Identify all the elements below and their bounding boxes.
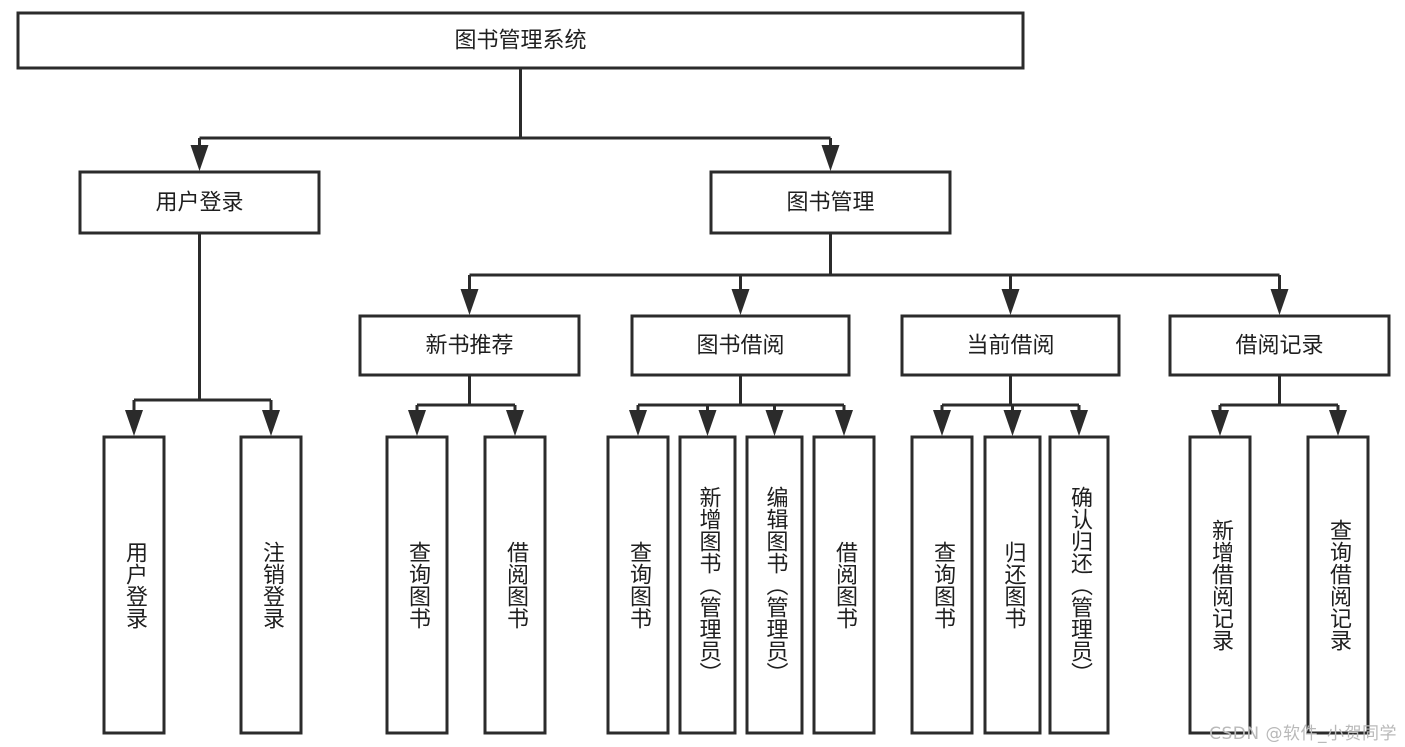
node-label-user-login: 用户登录 — [155, 191, 243, 216]
node-leaf-logout[interactable]: 注销登录 — [239, 435, 303, 735]
node-leaf-query-book-3[interactable]: 查询图书 — [910, 435, 974, 735]
node-label-leaf-confirm-return: 确认归还（管理员） — [1067, 486, 1093, 684]
node-leaf-confirm-return[interactable]: 确认归还（管理员） — [1048, 435, 1110, 735]
node-book-manage[interactable]: 图书管理 — [709, 170, 952, 235]
node-label-leaf-query-book-3: 查询图书 — [930, 541, 956, 629]
node-label-current-borrow: 当前借阅 — [966, 334, 1054, 359]
connector-layer — [125, 68, 1347, 436]
node-box-leaf-add-record — [1188, 435, 1252, 735]
node-label-leaf-logout: 注销登录 — [259, 541, 285, 629]
node-label-new-book-rec: 新书推荐 — [425, 334, 513, 359]
node-box-user-login — [78, 170, 321, 235]
node-leaf-borrow-book-1[interactable]: 借阅图书 — [483, 435, 547, 735]
node-label-borrow-record: 借阅记录 — [1235, 334, 1323, 359]
node-box-book-borrow — [630, 314, 851, 377]
node-label-leaf-borrow-book-1: 借阅图书 — [503, 541, 529, 629]
node-label-leaf-borrow-book-2: 借阅图书 — [832, 541, 858, 629]
node-new-book-rec[interactable]: 新书推荐 — [358, 314, 581, 377]
node-leaf-return-book[interactable]: 归还图书 — [983, 435, 1042, 735]
node-box-current-borrow — [900, 314, 1121, 377]
node-leaf-query-record[interactable]: 查询借阅记录 — [1306, 435, 1370, 735]
node-label-leaf-user-login: 用户登录 — [122, 541, 148, 629]
node-current-borrow[interactable]: 当前借阅 — [900, 314, 1121, 377]
node-box-leaf-query-book-3 — [910, 435, 974, 735]
node-box-leaf-query-record — [1306, 435, 1370, 735]
node-box-new-book-rec — [358, 314, 581, 377]
node-box-leaf-return-book — [983, 435, 1042, 735]
node-leaf-borrow-book-2[interactable]: 借阅图书 — [812, 435, 876, 735]
node-box-leaf-edit-book — [745, 435, 804, 735]
node-box-leaf-borrow-book-1 — [483, 435, 547, 735]
node-user-login[interactable]: 用户登录 — [78, 170, 321, 235]
node-box-book-manage — [709, 170, 952, 235]
node-label-root: 图书管理系统 — [454, 29, 586, 54]
node-label-leaf-add-record: 新增借阅记录 — [1208, 519, 1234, 651]
node-leaf-add-book[interactable]: 新增图书（管理员） — [678, 435, 737, 735]
node-label-leaf-query-book-1: 查询图书 — [405, 541, 431, 629]
node-box-leaf-add-book — [678, 435, 737, 735]
node-box-root — [16, 11, 1025, 70]
node-box-leaf-confirm-return — [1048, 435, 1110, 735]
node-leaf-add-record[interactable]: 新增借阅记录 — [1188, 435, 1252, 735]
node-box-leaf-borrow-book-2 — [812, 435, 876, 735]
node-box-borrow-record — [1168, 314, 1391, 377]
node-label-leaf-query-record: 查询借阅记录 — [1326, 519, 1352, 651]
node-book-borrow[interactable]: 图书借阅 — [630, 314, 851, 377]
node-leaf-query-book-1[interactable]: 查询图书 — [385, 435, 449, 735]
node-borrow-record[interactable]: 借阅记录 — [1168, 314, 1391, 377]
node-box-leaf-query-book-2 — [606, 435, 670, 735]
node-label-leaf-query-book-2: 查询图书 — [626, 541, 652, 629]
node-label-book-manage: 图书管理 — [786, 191, 874, 216]
node-leaf-user-login[interactable]: 用户登录 — [102, 435, 166, 735]
node-label-book-borrow: 图书借阅 — [696, 334, 784, 359]
node-layer: 图书管理系统用户登录图书管理新书推荐图书借阅当前借阅借阅记录用户登录注销登录查询… — [16, 11, 1391, 735]
node-root[interactable]: 图书管理系统 — [16, 11, 1025, 70]
node-leaf-edit-book[interactable]: 编辑图书（管理员） — [745, 435, 804, 735]
node-box-leaf-user-login — [102, 435, 166, 735]
node-label-leaf-add-book: 新增图书（管理员） — [696, 486, 722, 684]
node-label-leaf-return-book: 归还图书 — [1001, 541, 1027, 629]
node-label-leaf-edit-book: 编辑图书（管理员） — [763, 486, 789, 684]
node-box-leaf-query-book-1 — [385, 435, 449, 735]
node-box-leaf-logout — [239, 435, 303, 735]
node-leaf-query-book-2[interactable]: 查询图书 — [606, 435, 670, 735]
